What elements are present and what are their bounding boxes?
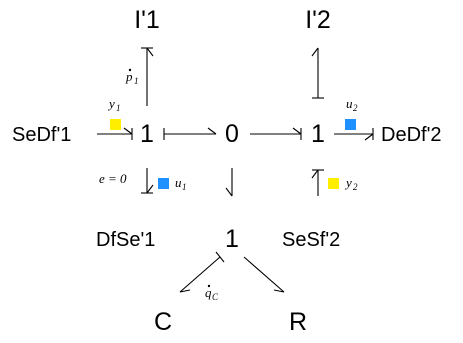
node-c: C [154, 308, 172, 336]
node-i1: I'1 [134, 6, 160, 34]
label-u2-text: u [346, 96, 353, 111]
label-u1-text: u [175, 175, 182, 190]
label-u2-sub: 2 [353, 103, 358, 113]
label-u1: u 1 [175, 175, 187, 192]
label-e-equals-0: e = 0 [99, 171, 127, 186]
node-one-left: 1 [140, 120, 154, 148]
bond-1right-dedf2 [334, 128, 374, 141]
bond-1left-dfse1 [141, 168, 154, 194]
output-marker-y2 [328, 178, 339, 189]
label-p-dot-sub: 1 [134, 76, 139, 86]
label-u2: u 2 [346, 96, 358, 113]
node-dfse1: DfSe'1 [96, 229, 155, 251]
label-y2-sub: 2 [353, 182, 358, 192]
bond-0-1bottom [225, 168, 233, 197]
label-y1-text: y [107, 96, 115, 111]
bond-1left-0 [163, 127, 217, 140]
label-y1: y 1 [107, 96, 121, 113]
label-q-dot-c: q C [205, 284, 219, 302]
node-one-bottom: 1 [225, 225, 239, 253]
node-i2: I'2 [305, 6, 331, 34]
bond-0-1right [250, 127, 302, 140]
input-marker-u2 [345, 119, 356, 130]
node-r: R [289, 308, 307, 336]
output-marker-y1 [110, 119, 121, 130]
bond-sedf1-1left [97, 127, 133, 140]
bond-1bottom-c [179, 251, 225, 293]
label-qc-sub: C [212, 292, 219, 302]
label-y2-text: y [344, 175, 352, 190]
label-p-dot-text: p [125, 69, 133, 84]
label-qc-text: q [205, 285, 212, 300]
bond-1left-i1 [141, 47, 154, 106]
bond-sesf2-1right [311, 169, 324, 196]
node-zero: 0 [225, 120, 239, 148]
bond-1right-i2 [311, 47, 324, 99]
node-sedf1: SeDf'1 [12, 124, 71, 146]
input-marker-u1 [158, 178, 169, 189]
node-one-right: 1 [311, 120, 325, 148]
bond-1bottom-r [243, 256, 285, 293]
label-y1-sub: 1 [116, 103, 121, 113]
node-dedf2: DeDf'2 [381, 124, 442, 146]
label-y2: y 2 [344, 175, 358, 192]
label-u1-sub: 1 [182, 182, 187, 192]
node-sesf2: SeSf'2 [282, 229, 340, 251]
label-p-dot-1: p 1 [125, 68, 139, 86]
